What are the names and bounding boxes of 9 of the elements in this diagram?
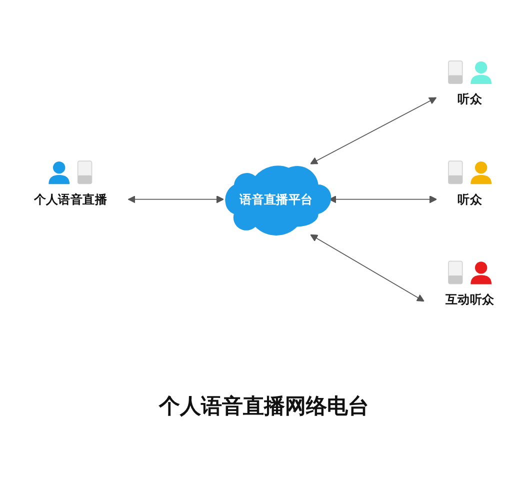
node-text: 互动听众 (445, 292, 494, 306)
node-text: 听众 (458, 92, 482, 106)
arrow (328, 196, 438, 204)
node-text: 个人语音直播 (34, 192, 107, 206)
arrow (128, 196, 224, 204)
node-text: 听众 (458, 192, 482, 206)
arrow (310, 97, 437, 164)
diagram-title: 个人语音直播网络电台 (158, 394, 370, 420)
arrow (310, 234, 424, 302)
